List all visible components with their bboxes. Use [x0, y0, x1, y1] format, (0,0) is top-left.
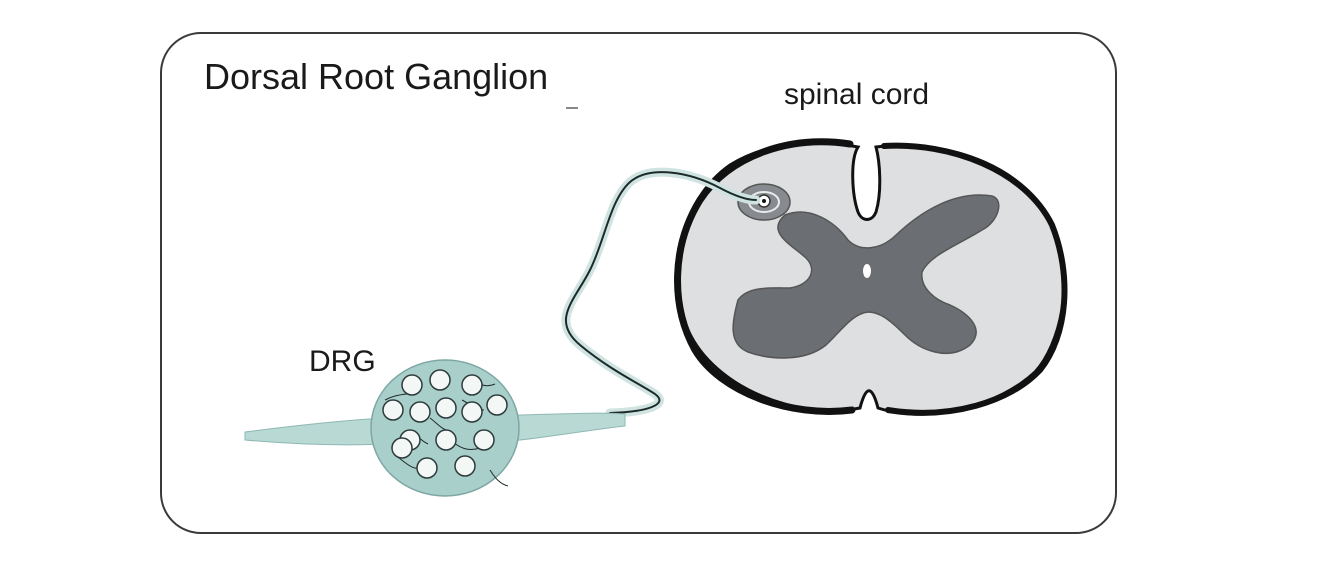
- cell-body: [486, 394, 508, 416]
- cell-body: [461, 374, 483, 396]
- cell-body: [382, 399, 404, 421]
- cell-body: [429, 369, 451, 391]
- drg-label: DRG: [309, 345, 376, 378]
- cell-body: [435, 429, 457, 451]
- diagram-title: Dorsal Root Ganglion: [204, 56, 549, 97]
- cell-body: [409, 401, 431, 423]
- drg-cell-bodies: [382, 369, 508, 479]
- cell-body: [435, 397, 457, 419]
- drg: [244, 359, 626, 497]
- cell-body: [454, 455, 476, 477]
- central-canal: [863, 264, 871, 278]
- cell-body: [461, 401, 483, 423]
- spinal-cord-label: spinal cord: [784, 78, 930, 111]
- spinal-cord-outline-left: [674, 138, 856, 415]
- axon-line: [564, 171, 757, 414]
- synapse-dot: [762, 199, 766, 203]
- cell-body: [391, 437, 413, 459]
- spinal-cord-outline-right: [881, 142, 1068, 416]
- dorsal-root-axon: [561, 167, 761, 418]
- cell-body: [416, 457, 438, 479]
- cell-body: [473, 429, 495, 451]
- spinal-cord: [674, 138, 1068, 416]
- cell-body: [401, 374, 423, 396]
